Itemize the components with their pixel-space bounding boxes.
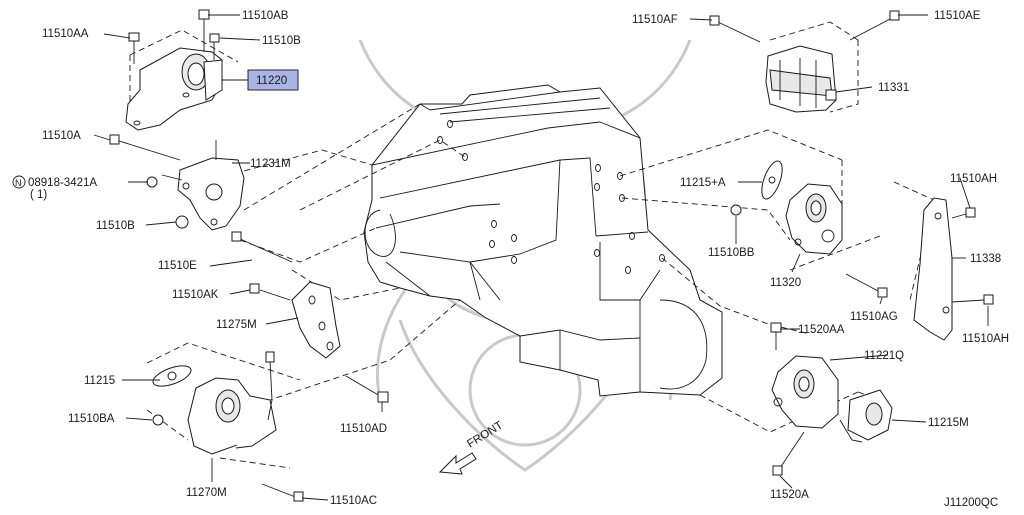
label-11320[interactable]: 11320 <box>770 277 801 289</box>
leader-lines <box>93 14 989 501</box>
label-11220[interactable]: 11220 <box>256 75 287 87</box>
label-nut-symbol: N <box>15 178 22 188</box>
label-qty: ( 1) <box>30 189 47 201</box>
label-11510AB[interactable]: 11510AB <box>242 10 289 22</box>
mount-11320 <box>730 160 888 298</box>
label-11510B-low[interactable]: 11510B <box>96 220 135 232</box>
label-11510AF[interactable]: 11510AF <box>632 14 678 26</box>
mount-11270M <box>152 351 304 502</box>
label-11510AH-top[interactable]: 11510AH <box>950 173 997 185</box>
label-11510AD[interactable]: 11510AD <box>340 423 387 435</box>
label-11510AH-low[interactable]: 11510AH <box>962 333 1009 345</box>
bolt-11510AD <box>345 375 389 403</box>
diagram-code: J11200QC <box>944 497 998 509</box>
bracket-11275M <box>249 281 341 359</box>
mount-bracket-11220 <box>125 47 223 131</box>
label-08918-3421A[interactable]: 08918-3421A <box>28 177 97 189</box>
mount-11221Q <box>770 322 893 476</box>
label-11215M[interactable]: 11215M <box>928 417 969 429</box>
label-11510BA[interactable]: 11510BA <box>68 413 115 425</box>
label-11510B-top[interactable]: 11510B <box>262 35 301 47</box>
label-11331[interactable]: 11331 <box>878 82 909 94</box>
label-11215[interactable]: 11215 <box>84 375 115 387</box>
label-11520A[interactable]: 11520A <box>770 489 809 501</box>
label-11510AK[interactable]: 11510AK <box>172 289 219 301</box>
nut-symbol-icon <box>12 175 26 189</box>
bolts-top-left <box>109 9 293 263</box>
label-11221Q[interactable]: 11221Q <box>864 350 904 362</box>
label-11275M[interactable]: 11275M <box>216 319 257 331</box>
label-11510AC[interactable]: 11510AC <box>330 495 377 507</box>
label-11520AA[interactable]: 11520AA <box>798 324 845 336</box>
bracket-11331 <box>709 10 900 113</box>
engine-block <box>363 84 723 397</box>
label-11338[interactable]: 11338 <box>970 253 1001 265</box>
label-11510AE[interactable]: 11510AE <box>934 10 981 22</box>
bracket-11231M <box>146 140 245 231</box>
highlight-box-11220 <box>247 69 299 91</box>
label-11231M[interactable]: 11231M <box>250 158 291 170</box>
label-11510BB[interactable]: 11510BB <box>708 247 755 259</box>
label-11215-A[interactable]: 11215+A <box>680 177 726 189</box>
plate-11338 <box>913 197 994 341</box>
label-11510AA[interactable]: 11510AA <box>42 28 89 40</box>
label-11510E[interactable]: 11510E <box>158 260 197 272</box>
label-11270M[interactable]: 11270M <box>186 487 227 499</box>
label-11510AG[interactable]: 11510AG <box>850 311 898 323</box>
front-direction-arrow <box>438 452 477 475</box>
label-11510A[interactable]: 11510A <box>42 130 81 142</box>
